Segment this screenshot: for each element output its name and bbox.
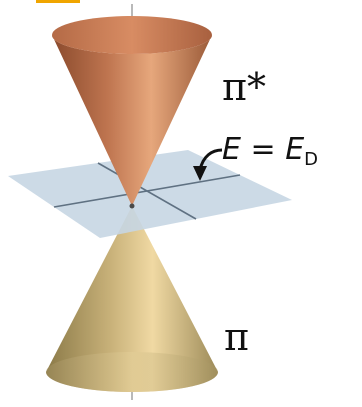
dirac-energy-label: E = ED xyxy=(222,135,318,169)
dirac-energy-symbol: E xyxy=(285,132,304,167)
energy-symbol: E xyxy=(222,132,241,167)
pi-label: π xyxy=(224,318,249,356)
equals-sign: = xyxy=(241,132,285,167)
lower-cone xyxy=(46,206,218,392)
dirac-point xyxy=(130,204,135,209)
top-accent-bar xyxy=(36,0,80,3)
pi-star-label: π* xyxy=(222,68,266,106)
dirac-subscript: D xyxy=(304,149,318,170)
